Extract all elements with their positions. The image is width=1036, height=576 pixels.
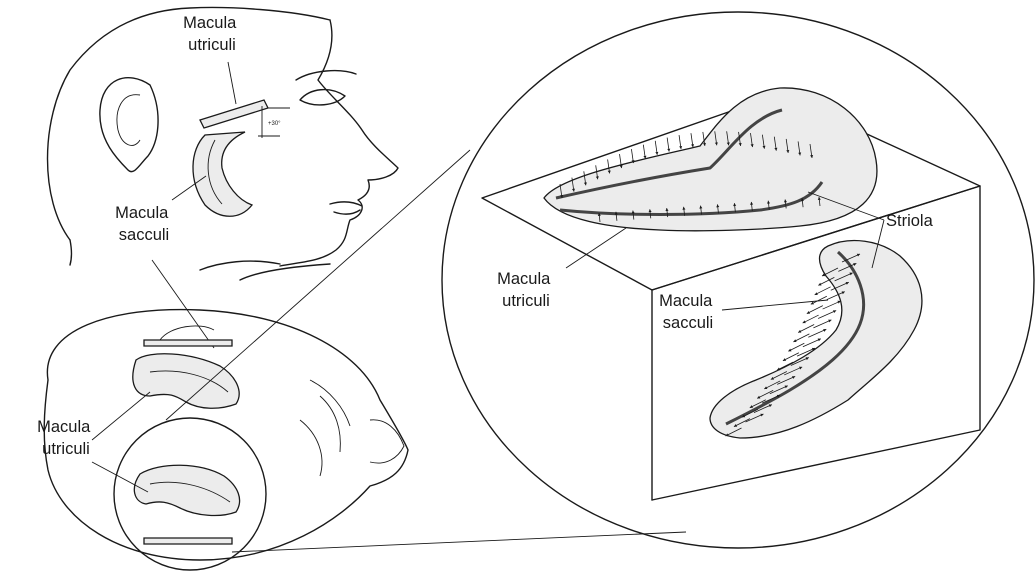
polarity-arrow xyxy=(803,339,821,347)
polarity-arrow xyxy=(818,310,836,318)
eyebrow xyxy=(296,71,356,80)
skull-brow-3 xyxy=(300,420,322,476)
skull-utriculi-label: Macula utriculi xyxy=(37,418,95,458)
ear-inner xyxy=(117,95,140,146)
cube-sacculi-label: Macula sacculi xyxy=(659,292,717,332)
sacculi-to-skull-leader xyxy=(152,260,214,348)
head-profile: +30° xyxy=(48,8,399,349)
skull-top-ear xyxy=(160,326,214,340)
skull-upper-macula xyxy=(133,354,239,409)
cube-striola-label: Striola xyxy=(886,212,934,230)
skull-brow-2 xyxy=(320,396,340,452)
jaw-line xyxy=(200,261,280,270)
lips xyxy=(330,202,362,214)
skull-utriculi-leader xyxy=(92,392,150,440)
zoom-connector-bottom xyxy=(232,532,686,552)
skull-nose xyxy=(370,420,404,463)
polarity-arrow xyxy=(823,301,841,309)
skull-bottom-ear-bar xyxy=(144,538,232,544)
cube-sacculi-shape xyxy=(710,241,922,438)
skull-top-ear-bar xyxy=(144,340,232,346)
polarity-arrow xyxy=(808,329,826,337)
polarity-arrow xyxy=(813,320,831,328)
head-utriculi-plate xyxy=(200,100,268,128)
neck-back xyxy=(70,240,72,265)
cube-utriculi-label: Macula utriculi xyxy=(497,270,555,310)
skull-brow-1 xyxy=(310,380,350,426)
cube-right-face xyxy=(652,186,980,500)
neck-line xyxy=(240,264,330,280)
head-sacculi-label: Macula sacculi xyxy=(115,204,173,244)
head-utriculi-label: Macula utriculi xyxy=(183,14,241,54)
head-utriculi-leader xyxy=(228,62,236,104)
cube-sacculi-leader xyxy=(722,300,828,310)
angle-label: +30° xyxy=(268,121,281,127)
head-sacculi-shape xyxy=(193,132,252,216)
skull-lower-macula xyxy=(134,465,239,515)
ear-outline xyxy=(100,78,158,172)
